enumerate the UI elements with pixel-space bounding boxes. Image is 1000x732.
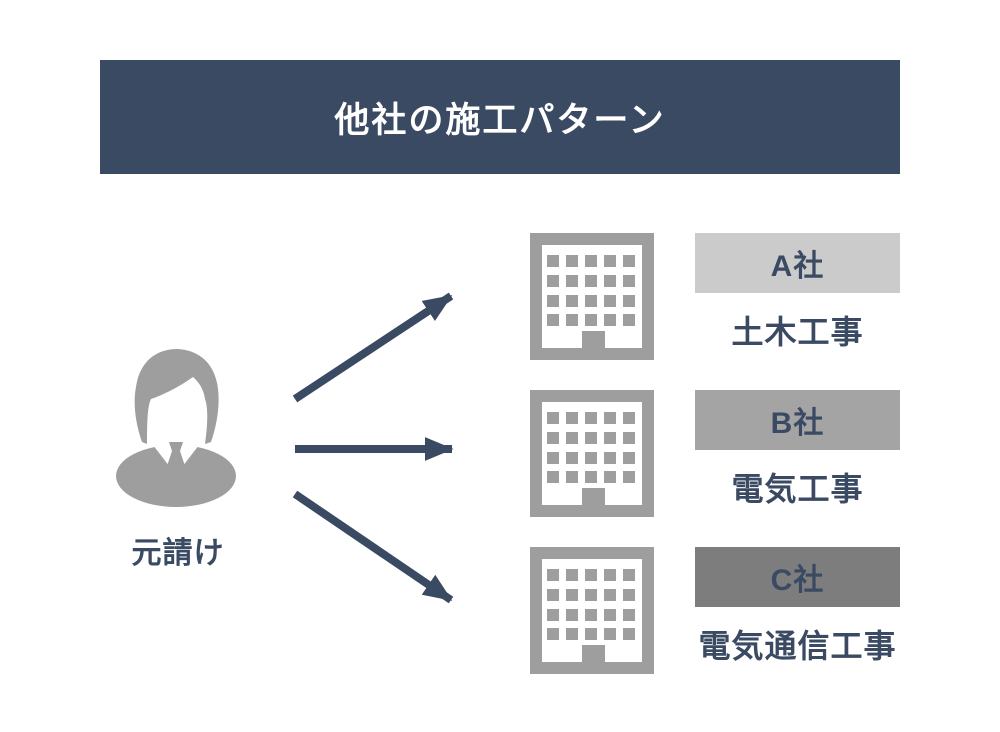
arrows-layer: [292, 292, 454, 604]
company-info-c: C社 電気通信工事: [695, 547, 900, 667]
prime-contractor-label: 元請け: [131, 537, 225, 570]
company-name-badge: A社: [695, 233, 900, 293]
office-building-icon: [530, 547, 654, 674]
company-row-b: B社 電気工事: [530, 390, 900, 517]
businessman-icon: [116, 349, 236, 507]
diagram-title: 他社の施工パターン: [334, 100, 666, 140]
title-banner: 他社の施工パターン: [100, 60, 900, 174]
office-building-icon: [530, 390, 654, 517]
company-name-badge: B社: [695, 390, 900, 450]
arrow-to-company-c-icon: [292, 490, 454, 604]
company-info-b: B社 電気工事: [695, 390, 900, 510]
work-type-label: 土木工事: [731, 314, 864, 350]
work-type-label: 電気通信工事: [698, 628, 897, 664]
company-row-a: A社 土木工事: [530, 233, 900, 360]
company-row-c: C社 電気通信工事: [530, 547, 900, 674]
prime-contractor-group: 元請け: [115, 347, 241, 572]
company-name-badge: C社: [695, 547, 900, 607]
work-type-label: 電気工事: [731, 471, 864, 507]
arrow-to-company-a-icon: [292, 292, 454, 403]
company-info-a: A社 土木工事: [695, 233, 900, 353]
office-building-icon: [530, 233, 654, 360]
